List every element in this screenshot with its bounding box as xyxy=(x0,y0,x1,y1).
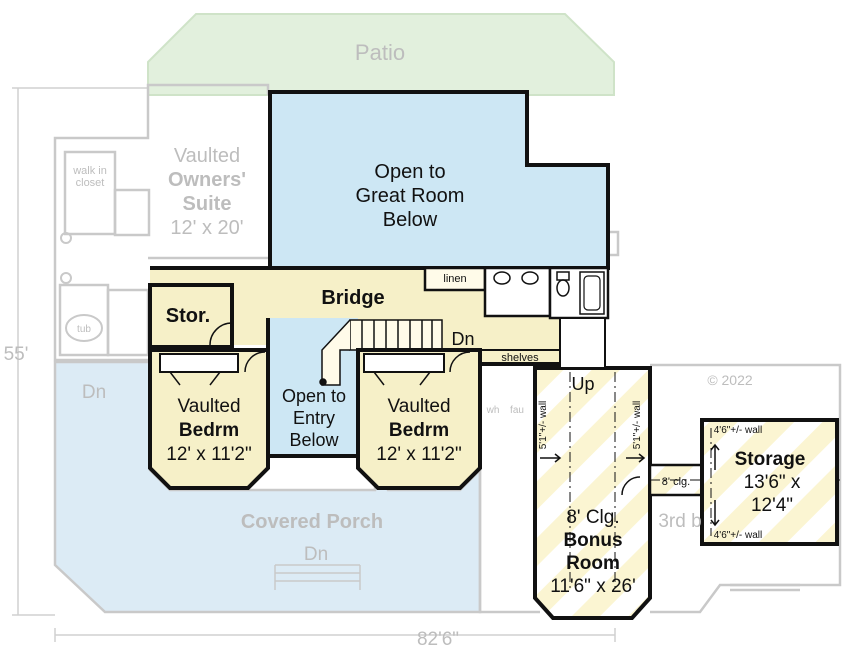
bedroom-left-label: Vaulted xyxy=(177,396,240,417)
owners-suite-outline xyxy=(53,83,620,362)
bonus-label: Bonus xyxy=(563,530,622,551)
sink-shape xyxy=(60,272,72,284)
dn-porch-bottom-label: Dn xyxy=(304,544,328,565)
bedroom-right-label: Bedrm xyxy=(389,420,449,441)
open-entry-label: Below xyxy=(289,430,339,450)
bedroom-left-size: 12' x 11'2" xyxy=(166,444,251,465)
owners-suite-label: Suite xyxy=(183,193,232,215)
tub-label: tub xyxy=(77,324,91,335)
tub-shape xyxy=(65,314,103,342)
open-great-label: Below xyxy=(383,209,438,231)
linen-label: linen xyxy=(443,273,466,285)
dim-55-label: 55' xyxy=(4,344,29,365)
stor-label: Stor. xyxy=(166,305,210,327)
dim-82-label: 82'6" xyxy=(417,629,459,650)
hall-clg-label: 8' clg. xyxy=(662,476,690,488)
sink-shape xyxy=(60,232,72,244)
owners-suite-label: Owners' xyxy=(168,169,246,191)
storage-size: 12'4" xyxy=(751,495,793,516)
labels: Patio Vaulted Owners' Suite 12' x 20' wa… xyxy=(4,40,806,650)
storage-label: Storage xyxy=(735,449,806,470)
wall-bottom-label: 4'6"+/- wall xyxy=(714,530,763,541)
shelves-label: shelves xyxy=(501,352,539,364)
bonus-room xyxy=(533,366,652,620)
covered-porch-label: Covered Porch xyxy=(241,511,383,533)
wall-left-label: 5'1"+/- wall xyxy=(538,401,549,450)
copyright-label: © 2022 xyxy=(707,372,753,388)
dimension-lines xyxy=(12,87,616,642)
arrows xyxy=(540,443,720,527)
open-great-label: Great Room xyxy=(356,185,465,207)
owners-suite-size: 12' x 20' xyxy=(170,217,243,239)
storage-room xyxy=(700,418,839,546)
right-bedroom xyxy=(356,348,482,490)
third-bay-label: 3rd b xyxy=(658,511,701,532)
dn-stairs-label: Dn xyxy=(451,329,474,349)
wall-right-label: 5'1"+/- wall xyxy=(632,401,643,450)
bonus-label: Room xyxy=(566,553,620,574)
open-great-label: Open to xyxy=(374,161,445,183)
open-entry-label: Entry xyxy=(293,408,335,428)
bridge-label: Bridge xyxy=(321,287,384,309)
stor-closet xyxy=(148,283,234,349)
porch-steps xyxy=(274,564,361,590)
bonus-size: 11'6" x 26' xyxy=(550,576,635,597)
bedroom-right-size: 12' x 11'2" xyxy=(376,444,461,465)
open-entry-label: Open to xyxy=(282,386,346,406)
staircase xyxy=(319,319,443,386)
fau-label: fau xyxy=(510,405,524,416)
wall-top-label: 4'6"+/- wall xyxy=(714,425,763,436)
wh-label: wh xyxy=(486,405,500,416)
bonus-clg-label: 8' Clg. xyxy=(566,507,619,528)
up-label: Up xyxy=(571,374,594,394)
walk-in-closet-label: closet xyxy=(76,177,105,189)
patio-label: Patio xyxy=(355,40,405,65)
bedroom-left-label: Bedrm xyxy=(179,420,239,441)
walk-in-closet-label: walk in xyxy=(72,165,107,177)
hall-bath xyxy=(423,266,610,320)
dn-porch-side-label: Dn xyxy=(82,382,106,403)
owners-suite-label: Vaulted xyxy=(174,145,240,167)
storage-size: 13'6" x xyxy=(744,472,801,493)
bedroom-right-label: Vaulted xyxy=(387,396,450,417)
